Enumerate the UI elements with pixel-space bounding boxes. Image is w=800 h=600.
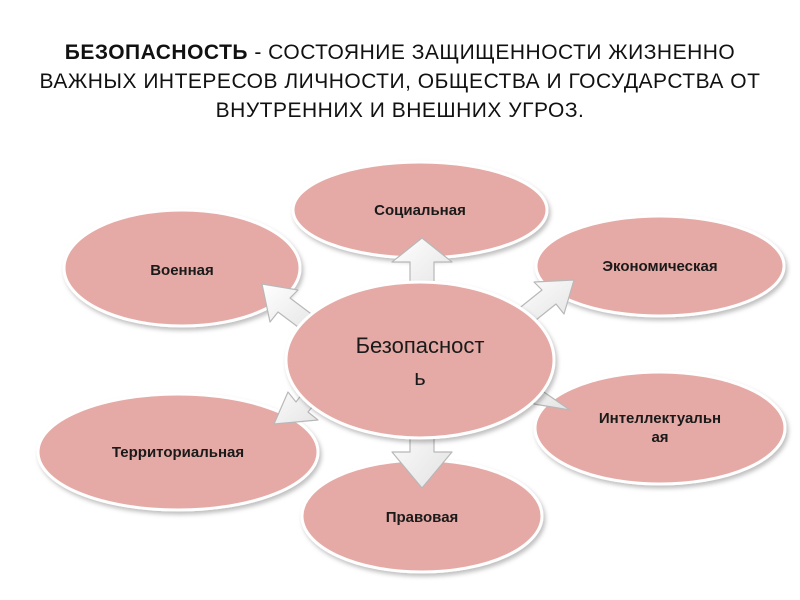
center-label: Безопасност ь <box>300 330 540 394</box>
node-economic-label: Экономическая <box>602 258 718 275</box>
node-social-label: Социальная <box>374 202 466 219</box>
node-military-label: Военная <box>150 262 214 279</box>
center-ellipse <box>284 280 556 440</box>
center-label-line2: ь <box>414 365 426 390</box>
node-legal-label: Правовая <box>385 509 459 526</box>
node-intellectual-label: Интеллектуальн ая <box>560 409 760 447</box>
node-territorial-ellipse <box>36 392 320 512</box>
definition-text: - СОСТОЯНИЕ ЗАЩИЩЕННОСТИ ЖИЗНЕННО ВАЖНЫХ… <box>39 41 761 122</box>
node-intellectual-label-line2: ая <box>651 429 669 446</box>
node-intellectual-label-line1: Интеллектуальн <box>598 410 722 427</box>
definition-heading: БЕЗОПАСНОСТЬ - СОСТОЯНИЕ ЗАЩИЩЕННОСТИ ЖИ… <box>30 38 770 125</box>
node-territorial-label: Территориальная <box>111 444 245 461</box>
node-economic-ellipse <box>534 214 786 318</box>
center-label-line1: Безопасност <box>355 333 485 358</box>
node-intellectual-ellipse <box>533 370 787 486</box>
node-military-ellipse <box>62 208 302 328</box>
definition-term: БЕЗОПАСНОСТЬ <box>64 41 248 64</box>
